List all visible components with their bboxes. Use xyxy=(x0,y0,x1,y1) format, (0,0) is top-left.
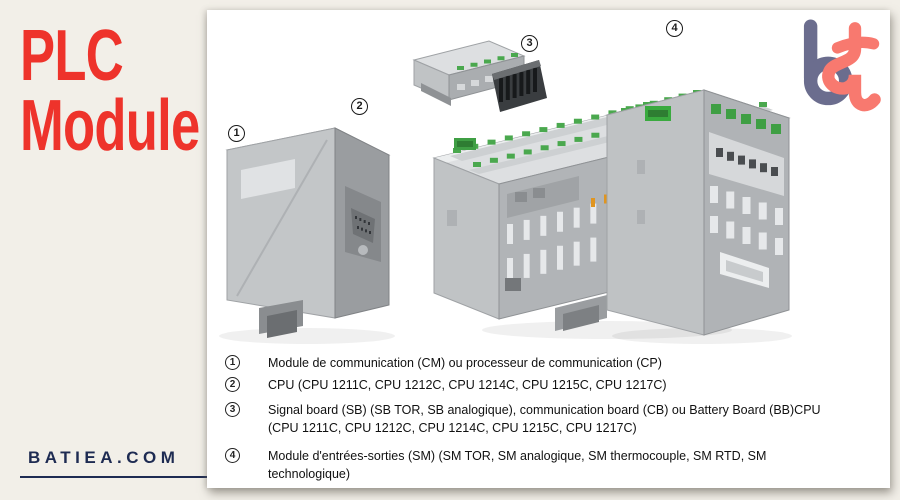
legend-text-3: Signal board (SB) (SB TOR, SB analogique… xyxy=(268,403,821,435)
diagram-callout-1: 1 xyxy=(228,125,245,142)
legend-item-2: 2 CPU (CPU 1211C, CPU 1212C, CPU 1214C, … xyxy=(225,376,864,394)
legend-item-4: 4 Module d'entrées-sorties (SM) (SM TOR,… xyxy=(225,447,864,483)
legend-number-1: 1 xyxy=(225,355,240,370)
sm-module xyxy=(605,89,791,336)
legend-number-3: 3 xyxy=(225,402,240,417)
legend: 1 Module de communication (CM) ou proces… xyxy=(225,354,864,483)
signal-board-module xyxy=(412,40,547,112)
legend-text-4: Module d'entrées-sorties (SM) (SM TOR, S… xyxy=(268,449,767,481)
diagram-callout-4: 4 xyxy=(666,20,683,37)
legend-number-2: 2 xyxy=(225,377,240,392)
legend-item-1: 1 Module de communication (CM) ou proces… xyxy=(225,354,864,372)
diagram-callout-2: 2 xyxy=(351,98,368,115)
legend-text-2: CPU (CPU 1211C, CPU 1212C, CPU 1214C, CP… xyxy=(268,378,667,392)
page-title: PLC Module xyxy=(20,16,200,166)
plc-modules-illustration xyxy=(219,40,792,344)
cm-module xyxy=(225,127,391,338)
website-text: BATIEA.COM xyxy=(28,448,180,467)
legend-number-4: 4 xyxy=(225,448,240,463)
legend-text-1: Module de communication (CM) ou processe… xyxy=(268,356,662,370)
diagram-callout-3: 3 xyxy=(521,35,538,52)
content-panel: 1 2 3 4 1 Module de communication (CM) o… xyxy=(207,10,890,488)
website-underline xyxy=(20,476,208,478)
legend-item-3: 3 Signal board (SB) (SB TOR, SB analogiq… xyxy=(225,401,864,437)
bt-logo-icon xyxy=(803,19,881,112)
